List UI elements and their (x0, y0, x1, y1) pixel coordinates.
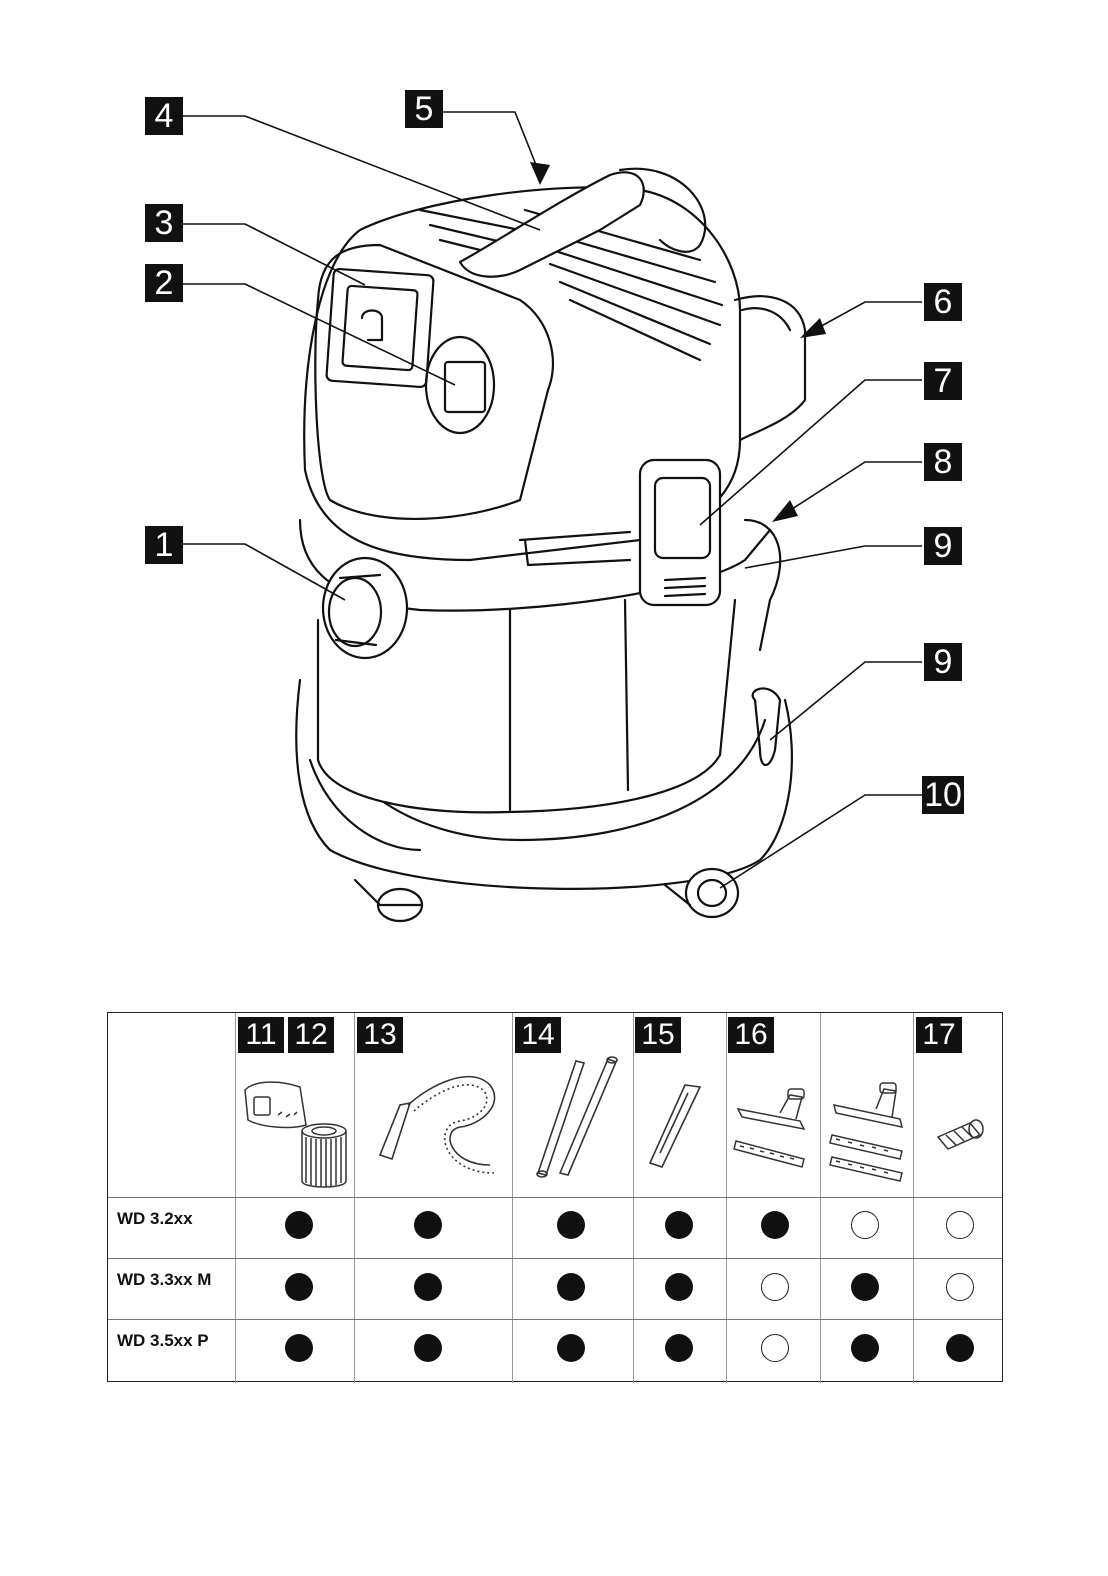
not-included-dot (946, 1273, 974, 1301)
crevice-nozzle-icon (640, 1073, 720, 1173)
included-dot (665, 1273, 693, 1301)
column-divider (512, 1013, 513, 1383)
included-dot (414, 1273, 442, 1301)
included-dot (851, 1273, 879, 1301)
callout-number: 7 (924, 362, 962, 400)
callout-number: 9 (924, 527, 962, 565)
callout-number: 8 (924, 443, 962, 481)
included-dot (665, 1334, 693, 1362)
accessory-number-12: 12 (288, 1017, 334, 1053)
callout-number: 10 (922, 776, 964, 814)
column-divider (633, 1013, 634, 1383)
callout-number: 9 (924, 643, 962, 681)
callout-number: 5 (405, 90, 443, 128)
callout-number: 4 (145, 97, 183, 135)
vacuum-cleaner-figure: 4 5 3 2 6 7 8 1 9 9 10 (0, 0, 1108, 960)
floor-nozzle-clip-inserts-icon (824, 1075, 912, 1185)
included-dot (285, 1334, 313, 1362)
not-included-dot (946, 1211, 974, 1239)
model-label: WD 3.3xx M (117, 1270, 211, 1290)
included-dot (761, 1211, 789, 1239)
included-dot (414, 1334, 442, 1362)
included-dot (557, 1273, 585, 1301)
accessory-table: 11 12 13 14 15 16 17 (107, 1012, 1003, 1382)
suction-hose-icon (370, 1065, 510, 1185)
column-divider (235, 1013, 236, 1383)
included-dot (946, 1334, 974, 1362)
adapter-icon (930, 1111, 990, 1155)
column-divider (913, 1013, 914, 1383)
callout-number: 3 (145, 204, 183, 242)
accessory-number-16: 16 (728, 1017, 774, 1053)
included-dot (414, 1211, 442, 1239)
callout-number: 6 (924, 283, 962, 321)
included-dot (665, 1211, 693, 1239)
row-divider (108, 1197, 1002, 1198)
accessory-number-14: 14 (515, 1017, 561, 1053)
included-dot (851, 1334, 879, 1362)
callout-number: 1 (145, 526, 183, 564)
not-included-dot (761, 1334, 789, 1362)
column-divider (354, 1013, 355, 1383)
included-dot (557, 1211, 585, 1239)
column-divider (726, 1013, 727, 1383)
included-dot (285, 1211, 313, 1239)
not-included-dot (851, 1211, 879, 1239)
cartridge-filter-icon (296, 1121, 352, 1193)
suction-tubes-icon (528, 1051, 628, 1181)
model-label: WD 3.2xx (117, 1209, 193, 1229)
included-dot (285, 1273, 313, 1301)
not-included-dot (761, 1273, 789, 1301)
included-dot (557, 1334, 585, 1362)
row-divider (108, 1258, 1002, 1259)
callout-number: 2 (145, 264, 183, 302)
row-divider (108, 1319, 1002, 1320)
accessory-number-17: 17 (916, 1017, 962, 1053)
model-label: WD 3.5xx P (117, 1331, 209, 1351)
floor-nozzle-icon (730, 1081, 818, 1181)
accessory-number-15: 15 (635, 1017, 681, 1053)
accessory-number-13: 13 (357, 1017, 403, 1053)
accessory-number-11: 11 (238, 1017, 284, 1053)
column-divider (820, 1013, 821, 1383)
